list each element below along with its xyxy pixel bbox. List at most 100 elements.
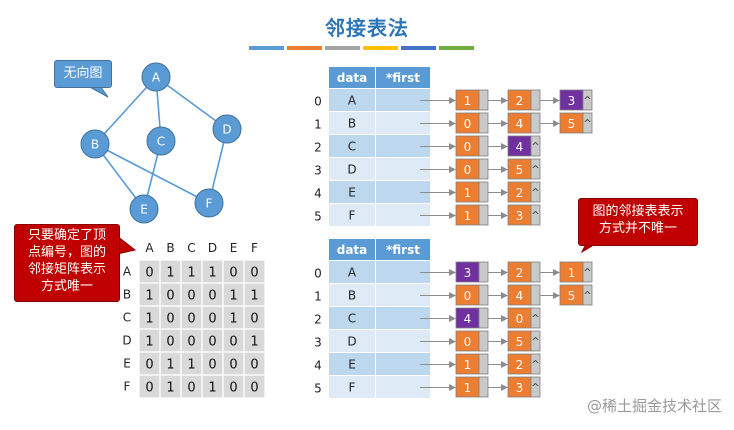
edge-node-value: 0 (464, 289, 472, 303)
table-header-cell (329, 67, 375, 88)
edge-node-value: 1 (464, 186, 472, 200)
vertex-data-cell (329, 353, 375, 375)
matrix-cell-value: 1 (229, 312, 237, 327)
vertex-data-cell (329, 204, 375, 226)
edge-node-value: 2 (516, 266, 524, 280)
matrix-cell-value: 1 (187, 266, 195, 281)
table-header-first: *first (386, 243, 420, 257)
matrix-cell-value: 0 (166, 312, 174, 327)
edge-node-next-box (478, 376, 489, 398)
edge-node-next-box (530, 158, 541, 180)
matrix-cell-value: 0 (250, 358, 258, 373)
matrix-cell-value: 0 (187, 335, 195, 350)
matrix-row-label: E (123, 357, 131, 371)
edge-node-next-box (530, 135, 541, 157)
vertex-data-cell (329, 261, 375, 283)
matrix-cell-value: 1 (250, 289, 258, 304)
vertex-index: 2 (314, 141, 322, 155)
matrix-cell-value: 1 (166, 358, 174, 373)
title-bar-segment (401, 46, 436, 50)
edge-node-next-box (582, 261, 593, 283)
title-bar-segment (249, 46, 284, 50)
edge-node-value: 5 (516, 163, 524, 177)
edge-node-value: 2 (516, 94, 524, 108)
edge-node-next-box (478, 89, 489, 111)
vertex-first-cell (376, 158, 430, 180)
vertex-data-cell (329, 89, 375, 111)
vertex-data-cell (329, 330, 375, 352)
vertex-data-cell (329, 112, 375, 134)
edge-node-next-box (478, 330, 489, 352)
graph-node-b (80, 129, 110, 159)
matrix-column-label: B (166, 241, 174, 255)
matrix-cell-value: 0 (145, 266, 153, 281)
callout-line: 邻接矩阵表示 (27, 262, 106, 277)
edge-node-value: 5 (568, 117, 576, 131)
edge-node-value: 3 (568, 94, 576, 108)
matrix-column-label: F (251, 241, 258, 255)
table-header-cell (376, 67, 430, 88)
graph-node-label: E (140, 203, 148, 217)
vertex-index: 1 (314, 118, 322, 132)
edge-node-value: 3 (516, 209, 524, 223)
null-pointer-marker: ^ (531, 360, 539, 371)
vertex-data-cell (329, 307, 375, 329)
edge-node-value: 3 (516, 381, 524, 395)
vertex-data: C (348, 312, 356, 326)
vertex-first-cell (376, 112, 430, 134)
vertex-first-cell (376, 89, 430, 111)
edge-node-next-box (478, 158, 489, 180)
matrix-row-label: F (124, 380, 131, 394)
matrix-cell (243, 374, 266, 399)
edge-node-next-box (582, 284, 593, 306)
graph-node-label: F (206, 197, 213, 211)
matrix-cell-value: 1 (208, 266, 216, 281)
matrix-cell-value: 1 (208, 381, 216, 396)
graph-node-label: B (91, 138, 99, 152)
watermark: @稀土掘金技术社区 (586, 397, 722, 415)
vertex-first-cell (376, 261, 430, 283)
vertex-data: A (348, 266, 357, 280)
edge-node-next-box (582, 112, 593, 134)
table-header-first: *first (386, 71, 420, 85)
vertex-index: 4 (314, 187, 322, 201)
edge-node-value: 2 (516, 186, 524, 200)
vertex-first-cell (376, 284, 430, 306)
edge-node-value: 0 (464, 335, 472, 349)
edge-node-value: 4 (516, 289, 524, 303)
edge-node-next-box (478, 284, 489, 306)
graph-node-c (146, 126, 176, 156)
edge-node-next-box (478, 112, 489, 134)
vertex-first-cell (376, 181, 430, 203)
edge-node-value: 3 (464, 266, 472, 280)
title-bar-segment (287, 46, 322, 50)
null-pointer-marker: ^ (531, 165, 539, 176)
matrix-cell-value: 1 (187, 358, 195, 373)
vertex-data-cell (329, 181, 375, 203)
matrix-cell-value: 1 (145, 289, 153, 304)
null-pointer-marker: ^ (583, 268, 591, 279)
edge-node-next-box (478, 261, 489, 283)
matrix-cell-value: 0 (250, 381, 258, 396)
vertex-index: 0 (314, 95, 322, 109)
title-color-bar (249, 46, 474, 50)
vertex-index: 2 (314, 313, 322, 327)
edge-node-next-box (530, 353, 541, 375)
matrix-cell-value: 1 (145, 312, 153, 327)
matrix-cell-value: 1 (145, 335, 153, 350)
matrix-cell-value: 0 (208, 358, 216, 373)
graph-edge (94, 143, 210, 204)
vertex-data: D (347, 163, 356, 177)
vertex-data: F (349, 381, 356, 395)
edge-node-next-box (582, 89, 593, 111)
null-pointer-marker: ^ (531, 142, 539, 153)
edge-node-value: 5 (568, 289, 576, 303)
edge-node-next-box (478, 204, 489, 226)
table-header-cell (329, 239, 375, 260)
matrix-column-label: C (187, 241, 195, 255)
graph-node-label: D (222, 123, 231, 137)
edge-node-value: 4 (516, 117, 524, 131)
vertex-index: 5 (314, 210, 322, 224)
